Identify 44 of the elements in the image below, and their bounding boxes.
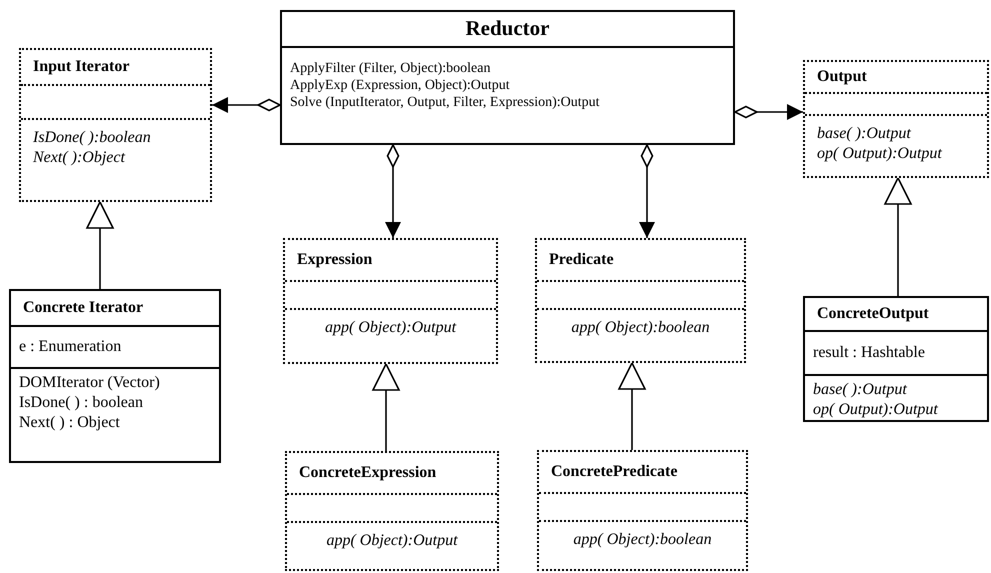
class-name: ConcretePredicate <box>551 462 678 482</box>
class-name: Reductor <box>466 15 550 42</box>
method-text: app( Object):Output <box>326 531 458 551</box>
method-text: Next( ):Object <box>33 148 126 168</box>
method-text: IsDone( ):boolean <box>33 128 152 148</box>
class-box <box>19 48 212 202</box>
attribute-text: result : Hashtable <box>813 343 926 363</box>
aggregation-arrow <box>385 144 401 238</box>
aggregation-arrow <box>734 104 803 120</box>
class-name: ConcreteOutput <box>817 304 929 324</box>
class-box <box>9 289 221 463</box>
generalization-arrow <box>618 362 646 450</box>
class-name: Predicate <box>549 250 614 270</box>
class-name: Concrete Iterator <box>23 298 144 318</box>
aggregation-arrow <box>212 97 281 113</box>
class-box <box>535 238 746 363</box>
class-name: Output <box>817 67 867 87</box>
method-text: op( Output):Output <box>817 144 944 164</box>
method-text: base( ):Output <box>817 124 912 144</box>
method-text: IsDone( ) : boolean <box>19 393 144 413</box>
method-text: app( Object):Output <box>324 318 456 338</box>
class-name: Input Iterator <box>33 57 130 77</box>
attribute-text: e : Enumeration <box>19 337 122 357</box>
generalization-arrow <box>86 201 114 289</box>
method-text: op( Output):Output <box>813 400 940 420</box>
method-text: app( Object):boolean <box>571 318 710 338</box>
class-box <box>280 10 735 145</box>
aggregation-arrow <box>639 144 655 238</box>
generalization-arrow <box>372 363 400 451</box>
method-text: ApplyExp (Expression, Object):Output <box>290 77 511 94</box>
method-text: Solve (InputIterator, Output, Filter, Expression):Output <box>290 94 601 111</box>
method-text: DOMIterator (Vector) <box>19 373 161 393</box>
class-name: ConcreteExpression <box>299 463 436 483</box>
method-text: ApplyFilter (Filter, Object):boolean <box>290 60 492 77</box>
class-name: Expression <box>297 250 372 270</box>
class-box <box>803 296 989 422</box>
method-text: base( ):Output <box>813 380 908 400</box>
method-text: Next( ) : Object <box>19 413 121 433</box>
class-box <box>537 450 748 571</box>
class-box <box>803 60 989 178</box>
method-text: app( Object):boolean <box>573 530 712 550</box>
class-box <box>285 451 499 571</box>
generalization-arrow <box>884 177 912 296</box>
class-box <box>283 238 498 364</box>
